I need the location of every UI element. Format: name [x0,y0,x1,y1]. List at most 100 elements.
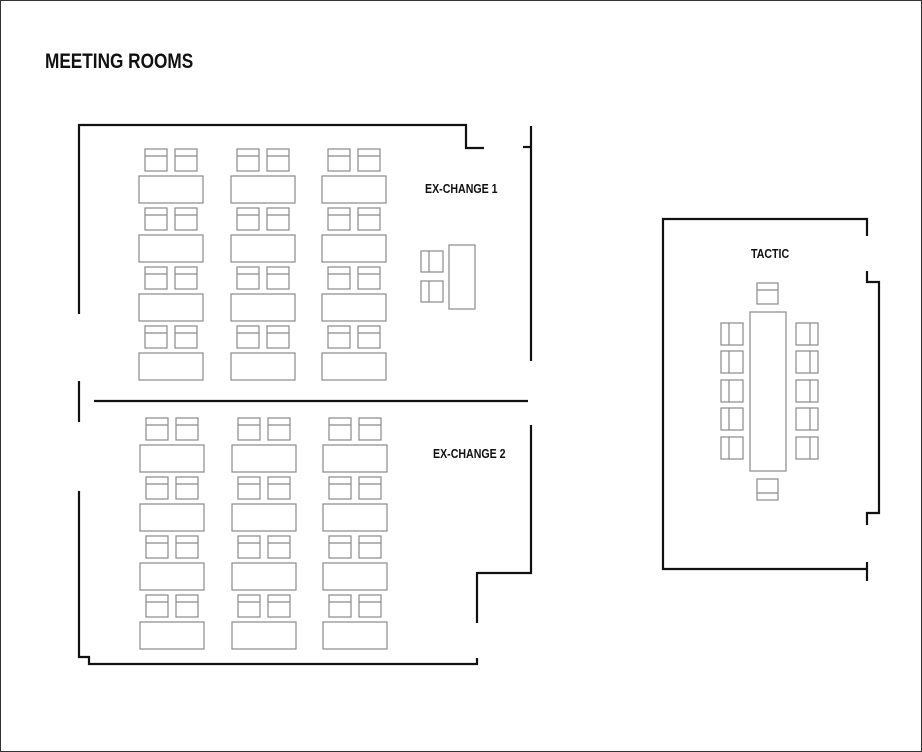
chair-seat [357,325,381,349]
chair-seat [267,535,291,559]
chair-seat [266,148,290,172]
chair [145,594,169,618]
desk [139,621,205,650]
chair [145,535,169,559]
chair [144,148,168,172]
chair [795,322,819,346]
chair-seat [720,322,744,346]
chair-seat [237,535,261,559]
chair-seat [357,148,381,172]
chair [720,350,744,374]
chair-seat [328,417,352,441]
chair [328,535,352,559]
chair-seat [795,322,819,346]
chair [756,282,779,305]
chair [357,325,381,349]
chair [174,148,198,172]
chair [174,266,198,290]
chair [237,417,261,441]
chair-seat [328,594,352,618]
desk [138,234,204,263]
chair [267,476,291,500]
chair [144,207,168,231]
desk [138,293,204,322]
chair [266,325,290,349]
chair-seat [357,266,381,290]
room-label: EX-CHANGE 2 [433,447,506,461]
chair [145,476,169,500]
chair [266,148,290,172]
chair-seat [358,535,382,559]
chair [267,594,291,618]
desk [322,444,388,473]
chair [266,207,290,231]
chair [327,266,351,290]
chair [358,535,382,559]
chair-seat [145,535,169,559]
chair-seat [267,476,291,500]
chair [328,476,352,500]
furniture-group [720,282,819,501]
room-ex-change-1: EX-CHANGE 1 [77,123,533,381]
chair-seat [174,207,198,231]
chair-seat [267,594,291,618]
chair [795,436,819,460]
chair-seat [175,594,199,618]
chair-seat [756,478,779,501]
wall [865,271,881,525]
chair [145,417,169,441]
desk [231,562,297,591]
chair [267,535,291,559]
chair [328,417,352,441]
page-title: MEETING ROOMS [45,51,193,74]
chair [174,325,198,349]
desk [321,352,387,381]
chair [720,379,744,403]
chair-seat [795,379,819,403]
desk [139,444,205,473]
chair-seat [795,436,819,460]
chair [237,594,261,618]
desk [230,352,296,381]
chair [236,266,260,290]
chair-seat [720,436,744,460]
chair-seat [144,325,168,349]
chair [236,207,260,231]
chair [267,417,291,441]
chair [266,266,290,290]
wall [661,217,869,571]
room-tactic: TACTIC [661,217,881,581]
desk [139,503,205,532]
chair [358,417,382,441]
desk [230,293,296,322]
chair [358,476,382,500]
room-ex-change-2: EX-CHANGE 2 [77,417,533,666]
wall [475,425,533,623]
chair-seat [420,280,444,303]
desk [322,621,388,650]
chair-seat [795,407,819,431]
chair-seat [328,476,352,500]
chair-seat [145,594,169,618]
chair-seat [175,535,199,559]
desk [230,234,296,263]
chair-seat [175,417,199,441]
chair [720,436,744,460]
chair-seat [327,266,351,290]
chair-seat [756,282,779,305]
chair-seat [175,476,199,500]
chair-seat [357,207,381,231]
chair [358,594,382,618]
chair-seat [266,207,290,231]
chair-seat [145,417,169,441]
chair [720,322,744,346]
desk [138,352,204,381]
desk [230,175,296,204]
chair-seat [174,266,198,290]
chair-seat [145,476,169,500]
desk [321,293,387,322]
chair [328,594,352,618]
chair [420,280,444,303]
chair-seat [236,207,260,231]
